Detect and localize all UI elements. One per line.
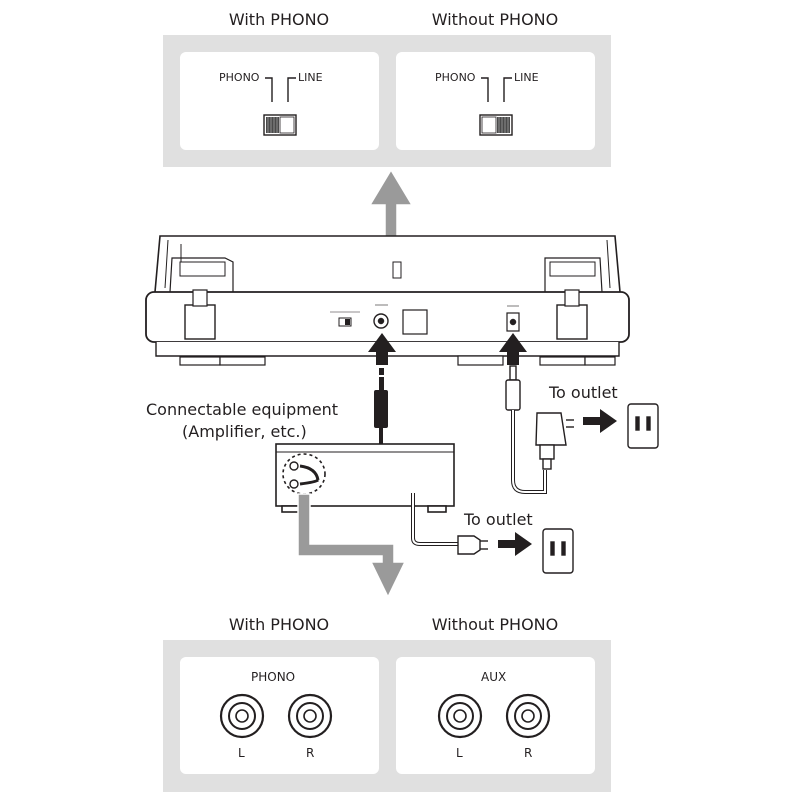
top-with-phono-box <box>180 52 379 150</box>
phono-input-label: PHONO <box>251 670 296 684</box>
top-left-slide-switch <box>263 114 297 136</box>
aux-left-label: L <box>456 746 463 760</box>
ac-adapter <box>535 412 574 470</box>
top-right-line-label: LINE <box>514 71 539 84</box>
top-left-switch-bracket <box>265 77 296 102</box>
rear-panel-fine-print <box>330 304 519 313</box>
wall-outlet-2 <box>542 528 574 574</box>
audio-plug <box>374 368 388 428</box>
aux-input-label: AUX <box>481 670 507 684</box>
to-outlet-label-2: To outlet <box>464 510 533 529</box>
dc-plug <box>505 365 521 411</box>
phono-left-label: L <box>238 746 245 760</box>
connectable-equipment-label: Connectable equipment <box>146 400 339 419</box>
phono-jacks <box>219 693 333 739</box>
top-right-slide-switch <box>479 114 513 136</box>
top-without-phono-box <box>396 52 595 150</box>
power-up-arrow <box>499 333 527 365</box>
wall-outlet-1 <box>627 403 659 449</box>
top-right-switch-bracket <box>481 77 512 102</box>
to-outlet-label-1: To outlet <box>549 383 618 402</box>
bottom-with-phono-box <box>180 657 379 774</box>
outlet-arrow-1 <box>583 409 617 433</box>
top-right-phono-label: PHONO <box>435 71 476 84</box>
top-left-line-label: LINE <box>298 71 323 84</box>
amp-power-plug <box>457 535 488 555</box>
amplifier-etc-label: (Amplifier, etc.) <box>182 422 307 441</box>
input-down-arrow <box>297 493 407 599</box>
top-without-phono-header: Without PHONO <box>431 10 559 29</box>
bottom-without-phono-box <box>396 657 595 774</box>
phono-right-label: R <box>306 746 315 760</box>
top-with-phono-header: With PHONO <box>228 10 330 29</box>
outlet-arrow-2 <box>498 532 532 556</box>
audio-up-arrow <box>368 333 396 365</box>
bottom-without-phono-header: Without PHONO <box>431 615 559 634</box>
aux-right-label: R <box>524 746 533 760</box>
bottom-with-phono-header: With PHONO <box>228 615 330 634</box>
aux-jacks <box>437 693 551 739</box>
turntable-rear-view <box>145 235 630 366</box>
top-left-phono-label: PHONO <box>219 71 260 84</box>
